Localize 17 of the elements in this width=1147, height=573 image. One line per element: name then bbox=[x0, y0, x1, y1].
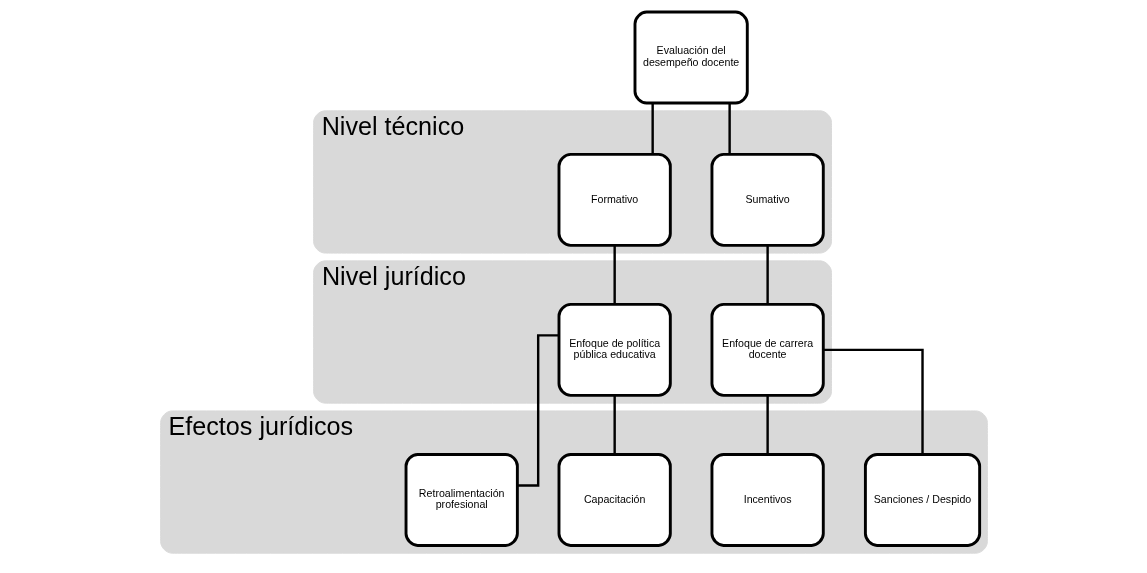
connector bbox=[612, 395, 616, 455]
node-box: Sanciones / Despido bbox=[863, 453, 981, 547]
node-box: Retroalimentación profesional bbox=[404, 453, 519, 547]
node-box: Enfoque de política pública educativa bbox=[557, 302, 672, 397]
connector bbox=[765, 395, 769, 455]
connector bbox=[727, 103, 731, 155]
node-box: Evaluación del desempeño docente bbox=[633, 10, 749, 105]
connector bbox=[517, 334, 559, 487]
node-box: Enfoque de carrera docente bbox=[710, 302, 825, 397]
connector bbox=[765, 245, 769, 305]
node-box: Formativo bbox=[557, 152, 672, 247]
node-box: Sumativo bbox=[710, 152, 825, 247]
node-box: Capacitación bbox=[557, 453, 672, 547]
connector bbox=[650, 103, 654, 155]
connector bbox=[612, 245, 616, 305]
connector bbox=[823, 348, 924, 455]
node-box: Incentivos bbox=[710, 453, 825, 547]
